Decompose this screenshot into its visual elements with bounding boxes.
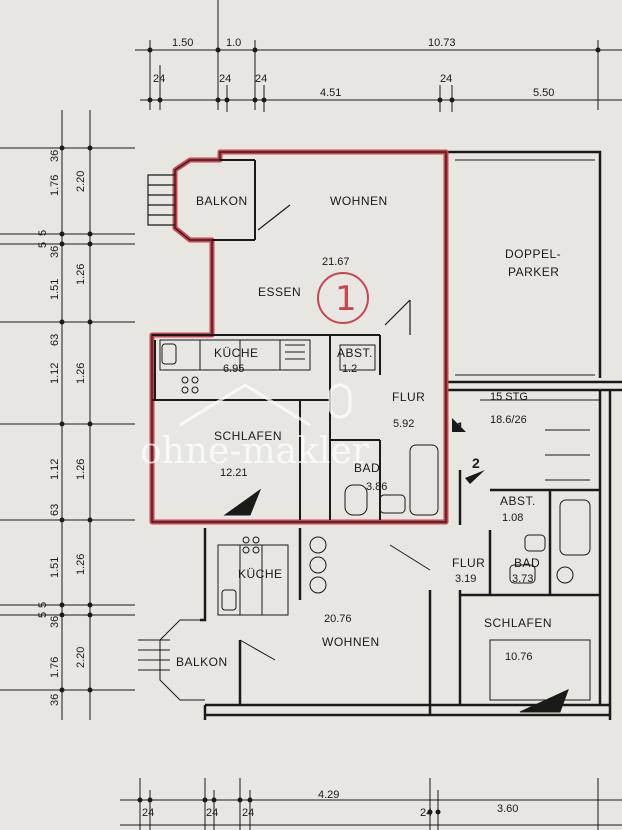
dim-top-3: 10.73: [428, 37, 456, 49]
doppelparker-area: [455, 159, 595, 376]
dim-left-small-8: 36: [49, 616, 61, 628]
label-kueche-unit1: KÜCHE: [214, 346, 259, 360]
area-abst-unit1: 1.2: [342, 363, 357, 375]
dim-top2-1: 24: [153, 73, 165, 85]
label-abst-right: ABST.: [500, 494, 536, 508]
dim-left-small-2: 5: [37, 230, 49, 236]
dim-bottom-6: 3.60: [497, 803, 518, 815]
dim-left-inner-4: 1.12: [49, 459, 61, 480]
dim-top2-3: 24: [255, 73, 267, 85]
area-schlafen-unit1: 12.21: [220, 467, 248, 479]
dim-bottom-1: 24: [142, 807, 154, 819]
area-flur-right: 3.19: [455, 573, 476, 585]
dim-bottom-4: 4.29: [318, 789, 339, 801]
dim-left-small-7: 5: [37, 602, 49, 608]
dim-left-outer-3: 1.26: [75, 363, 87, 384]
unit-1-circle-marker: [317, 272, 369, 324]
watermark-text: ohne-makler: [140, 431, 370, 472]
label-schlafen-unit1: SCHLAFEN: [214, 429, 282, 443]
label-wohnen-lower: WOHNEN: [322, 635, 380, 649]
label-stairs-count: 15 STG: [490, 391, 528, 403]
dim-bottom-3: 24: [242, 807, 254, 819]
dim-left-inner-1: 1.76: [49, 175, 61, 196]
left-dimension-ticks: [59, 145, 93, 693]
label-wohnen-unit1: WOHNEN: [330, 194, 388, 208]
dim-bottom-5: 24: [420, 807, 432, 819]
lower-unit-fixtures: [138, 536, 431, 701]
left-dimension-labels: 2.20 1.26 1.26 1.26 1.26 2.20 1.76 1.51 …: [37, 150, 87, 706]
dim-top2-2: 24: [219, 73, 231, 85]
unit-1-number: 1: [335, 279, 357, 319]
area-bad-right: 3.73: [512, 573, 533, 585]
dim-left-outer-5: 1.26: [75, 554, 87, 575]
area-abst-right: 1.08: [502, 512, 523, 524]
dim-top2-6: 5.50: [533, 87, 554, 99]
unit-1-balcony: [147, 174, 411, 335]
dim-left-inner-2: 1.51: [49, 279, 61, 300]
dim-left-outer-1: 2.20: [75, 171, 87, 192]
bottom-dimension-labels: 24 24 24 4.29 24 3.60: [142, 789, 518, 819]
label-doppelparker-line1: DOPPEL-: [505, 247, 561, 261]
label-bad-right: BAD: [514, 556, 540, 570]
dim-top-1: 1.50: [172, 37, 193, 49]
label-bad-unit1: BAD: [354, 461, 380, 475]
section-marker-arrows: [452, 418, 485, 484]
label-flur-unit1: FLUR: [392, 390, 425, 404]
dim-left-small-9: 5: [37, 612, 49, 618]
label-balkon-unit1: BALKON: [196, 194, 248, 208]
dim-left-small-6: 63: [49, 504, 61, 516]
dim-left-outer-4: 1.26: [75, 459, 87, 480]
section-marker-1: 1: [456, 419, 464, 435]
label-kueche-lower: KÜCHE: [238, 567, 283, 581]
section-marker-2: 2: [472, 455, 480, 471]
area-flur-unit1: 5.92: [393, 418, 414, 430]
dim-left-small-5: 63: [49, 334, 61, 346]
dim-left-inner-3: 1.12: [49, 363, 61, 384]
dim-left-inner-6: 1.76: [49, 657, 61, 678]
area-schlafen-right: 10.76: [505, 651, 533, 663]
label-doppelparker-line2: PARKER: [508, 265, 559, 279]
area-kueche-unit1: 6.95: [223, 363, 244, 375]
dim-left-outer-2: 1.26: [75, 264, 87, 285]
label-flur-right: FLUR: [452, 556, 485, 570]
dim-left-small-10: 36: [49, 694, 61, 706]
area-wohnen-unit1: 21.67: [322, 256, 350, 268]
watermark-house-icon: [179, 383, 311, 427]
dim-left-outer-6: 2.20: [75, 647, 87, 668]
label-essen-unit1: ESSEN: [258, 285, 301, 299]
area-bad-unit1: 3.86: [366, 481, 387, 493]
top-dimension-ticks: [147, 47, 601, 103]
area-wohnen-lower: 20.76: [324, 613, 352, 625]
label-schlafen-right: SCHLAFEN: [484, 616, 552, 630]
label-abst-unit1: ABST.: [337, 346, 373, 360]
dim-left-small-4: 5: [37, 242, 49, 248]
watermark: ohne-makler: [140, 383, 370, 472]
right-unit-fixtures: [480, 399, 600, 713]
left-dimension-lines: [0, 110, 135, 720]
dim-top-2: 1.0: [226, 37, 241, 49]
unit-1-bath-fixtures: [223, 344, 439, 516]
dim-left-small-3: 36: [49, 246, 61, 258]
dim-top2-4: 4.51: [320, 87, 341, 99]
dim-left-small-1: 36: [49, 150, 61, 162]
bottom-dimension-lines: [120, 778, 622, 830]
label-balkon-lower: BALKON: [176, 655, 228, 669]
watermark-lock-icon: [328, 383, 352, 419]
dim-left-inner-5: 1.51: [49, 557, 61, 578]
dim-top2-5: 24: [440, 73, 452, 85]
label-stairs-ratio: 18.6/26: [490, 414, 527, 426]
unit-1-kitchen-counter: [159, 339, 311, 394]
dim-bottom-2: 24: [206, 807, 218, 819]
top-dimension-labels: 1.50 1.0 10.73 24 24 24 4.51 24 5.50: [153, 37, 554, 99]
bottom-dimension-ticks: [137, 797, 441, 815]
